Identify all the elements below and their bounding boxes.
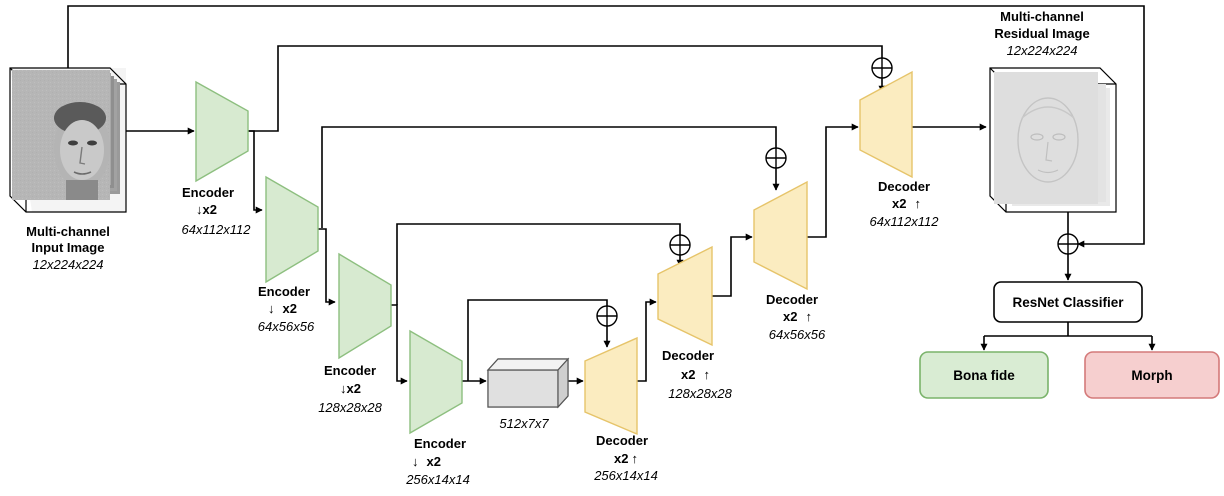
- residual-face-image: [994, 72, 1098, 204]
- encoder-3-name: Encoder: [324, 363, 376, 378]
- residual-image-stack: [990, 68, 1116, 212]
- encoder-1-label: Encoder ↓x2 64x112x112: [182, 185, 252, 237]
- encoder-4-label: Encoder ↓ x2 256x14x14: [405, 436, 470, 487]
- input-dims: 12x224x224: [33, 257, 104, 272]
- decoder-3-dims: 64x56x56: [769, 327, 826, 342]
- down-arrow-icon: ↓: [412, 454, 419, 469]
- resnet-classifier-box: ResNet Classifier: [994, 282, 1142, 322]
- decoder-2-scale: x2: [681, 367, 695, 382]
- input-title-line1: Multi-channel: [26, 224, 110, 239]
- sum-node-4: [872, 58, 892, 78]
- encoder-2-block: [266, 177, 318, 282]
- morph-box: Morph: [1085, 352, 1219, 398]
- decoder-4-scale: x2: [892, 196, 906, 211]
- decoder-2-name: Decoder: [662, 348, 714, 363]
- residual-title-line2: Residual Image: [994, 26, 1089, 41]
- bottleneck-dims: 512x7x7: [499, 416, 549, 431]
- decoder-2-block: [658, 247, 712, 345]
- up-arrow-icon: ↑: [631, 451, 638, 466]
- svg-text:x2↑: x2↑: [614, 451, 638, 466]
- up-arrow-icon: ↑: [914, 196, 921, 211]
- down-arrow-icon: ↓: [268, 301, 275, 316]
- encoder-1-name: Encoder: [182, 185, 234, 200]
- encoder-3-label: Encoder ↓x2 128x28x28: [318, 363, 382, 415]
- encoder-2-name: Encoder: [258, 284, 310, 299]
- encoder-1-block: [196, 82, 248, 181]
- sum-node-final: [1058, 234, 1078, 254]
- encoder-2-dims: 64x56x56: [258, 319, 315, 334]
- decoder-1-scale: x2: [614, 451, 628, 466]
- encoder-4-scale: x2: [427, 454, 441, 469]
- sum-node-1: [597, 306, 617, 326]
- decoder-1-name: Decoder: [596, 433, 648, 448]
- encoder-2-scale: x2: [283, 301, 297, 316]
- decoder-1-dims: 256x14x14: [593, 468, 658, 483]
- encoder-1-scale: x2: [203, 202, 217, 217]
- input-face-image: [12, 70, 110, 200]
- up-arrow-icon: ↑: [805, 309, 812, 324]
- svg-text:↓x2: ↓ x2: [412, 454, 441, 469]
- decoder-1-label: Decoder x2↑ 256x14x14: [593, 433, 658, 483]
- decoder-4-name: Decoder: [878, 179, 930, 194]
- resnet-classifier-label: ResNet Classifier: [1012, 295, 1124, 310]
- decoder-2-dims: 128x28x28: [668, 386, 732, 401]
- decoder-4-block: [860, 72, 912, 177]
- decoder-4-dims: 64x112x112: [870, 214, 940, 229]
- sum-node-2: [670, 235, 690, 255]
- up-arrow-icon: ↑: [703, 367, 710, 382]
- encoder-3-dims: 128x28x28: [318, 400, 382, 415]
- residual-dims: 12x224x224: [1007, 43, 1078, 58]
- decoder-1-block: [585, 338, 637, 434]
- encoder-3-scale: x2: [347, 381, 361, 396]
- decoder-3-label: Decoder x2 ↑ 64x56x56: [766, 292, 826, 342]
- bona-fide-box: Bona fide: [920, 352, 1048, 398]
- svg-text:↓x2: ↓x2: [196, 202, 217, 217]
- svg-text:x2↑: x2 ↑: [892, 196, 921, 211]
- input-title-line2: Input Image: [32, 240, 105, 255]
- svg-text:x2↑: x2 ↑: [783, 309, 812, 324]
- morph-label: Morph: [1131, 368, 1172, 383]
- encoder-1-dims: 64x112x112: [182, 222, 252, 237]
- decoder-3-scale: x2: [783, 309, 797, 324]
- encoder-3-block: [339, 254, 391, 358]
- decoder-3-block: [754, 182, 807, 289]
- bottleneck-block: [488, 359, 568, 407]
- encoder-4-block: [410, 331, 462, 433]
- svg-text:↓x2: ↓x2: [340, 381, 361, 396]
- residual-title-line1: Multi-channel: [1000, 9, 1084, 24]
- svg-text:↓x2: ↓ x2: [268, 301, 297, 316]
- encoder-4-dims: 256x14x14: [405, 472, 470, 487]
- decoder-2-label: Decoder x2 ↑ 128x28x28: [662, 348, 733, 401]
- encoder-4-name: Encoder: [414, 436, 466, 451]
- decoder-4-label: Decoder x2 ↑ 64x112x112: [870, 179, 940, 229]
- svg-text:x2↑: x2 ↑: [681, 367, 710, 382]
- sum-node-3: [766, 148, 786, 168]
- input-image-stack: [10, 68, 126, 212]
- bona-fide-label: Bona fide: [953, 368, 1015, 383]
- encoder-2-label: Encoder ↓ x2 64x56x56: [258, 284, 315, 334]
- decoder-3-name: Decoder: [766, 292, 818, 307]
